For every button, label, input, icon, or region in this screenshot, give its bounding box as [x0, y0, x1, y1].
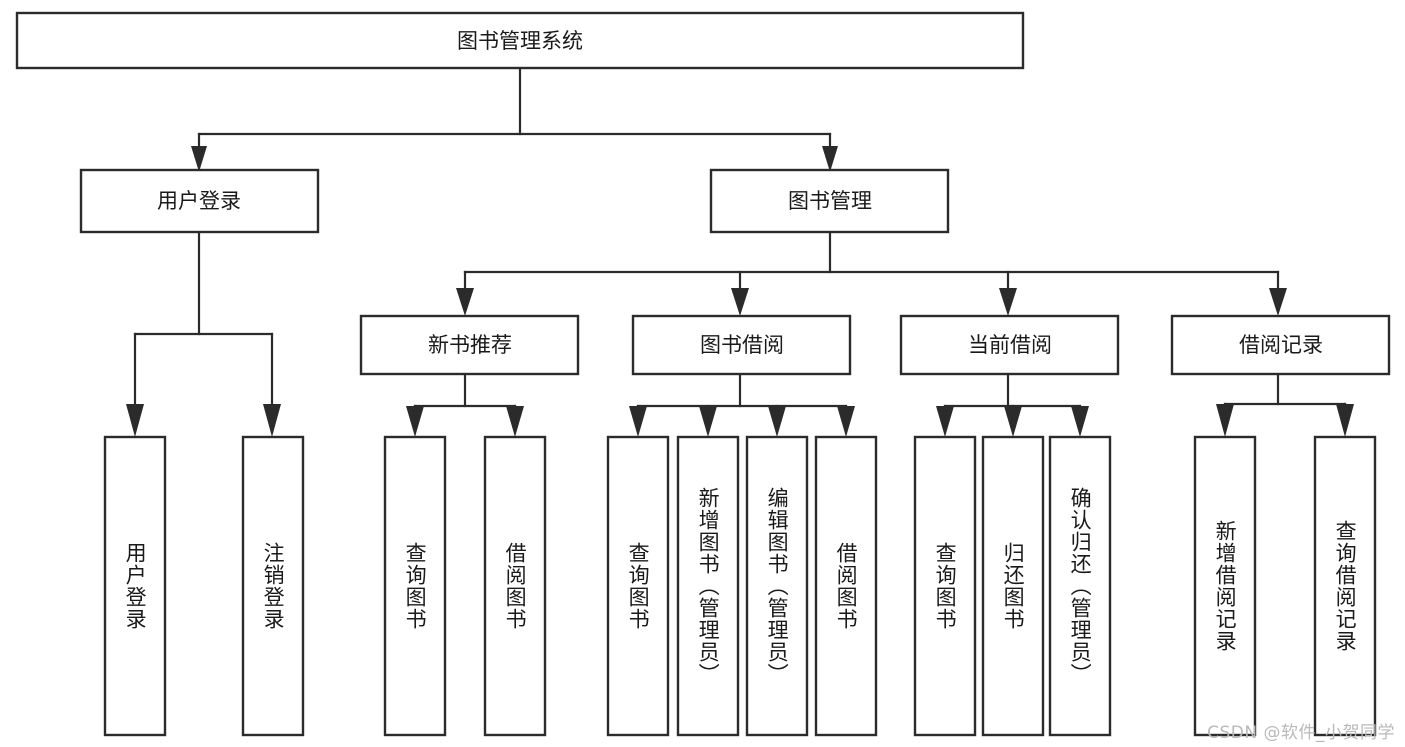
- leaf-edit-book[interactable]: 编辑图书（管理员）: [745, 435, 809, 737]
- arrow-head-leaf-edit-book: [768, 406, 786, 437]
- leaf-user-logout-box[interactable]: [241, 435, 305, 737]
- node-book-borrow[interactable]: 图书借阅: [631, 314, 852, 376]
- leaf-borrow-book-1-label: 借阅图书: [503, 542, 528, 630]
- arrow-head-book-borrow: [731, 288, 749, 316]
- leaf-query-book-3-label: 查询图书: [933, 542, 958, 630]
- leaf-return-book-label: 归还图书: [1001, 542, 1026, 630]
- leaf-confirm-return-label: 确认归还（管理员）: [1068, 487, 1093, 685]
- leaf-edit-book-label: 编辑图书（管理员）: [765, 487, 790, 685]
- leaf-query-book-3[interactable]: 查询图书: [913, 435, 977, 737]
- node-book-borrow-box[interactable]: [631, 314, 852, 376]
- node-root-box[interactable]: [15, 11, 1025, 70]
- leaf-borrow-book-1-box[interactable]: [483, 435, 547, 737]
- leaf-user-logout-label: 注销登录: [261, 542, 286, 630]
- leaf-query-record-label: 查询借阅记录: [1333, 520, 1358, 652]
- leaf-user-login[interactable]: 用户登录: [103, 435, 167, 737]
- node-root-label: 图书管理系统: [457, 29, 583, 53]
- leaf-edit-book-box[interactable]: [745, 435, 809, 737]
- node-current-borrow[interactable]: 当前借阅: [899, 314, 1120, 376]
- node-new-book-recommend[interactable]: 新书推荐: [359, 314, 580, 376]
- arrow-head-leaf-user-login: [126, 404, 144, 437]
- leaf-borrow-book-2-label: 借阅图书: [834, 542, 859, 630]
- node-user-login-box[interactable]: [79, 168, 320, 234]
- leaf-query-record-box[interactable]: [1313, 435, 1377, 737]
- arrow-head-leaf-query-record: [1336, 404, 1354, 437]
- leaf-query-book-2-label: 查询图书: [626, 542, 651, 630]
- leaf-query-book-1-label: 查询图书: [403, 542, 428, 630]
- arrow-head-new-book-recommend: [456, 288, 474, 316]
- arrow-head-current-borrow: [999, 288, 1017, 316]
- leaf-borrow-book-2[interactable]: 借阅图书: [814, 435, 878, 737]
- node-new-book-recommend-label: 新书推荐: [428, 333, 512, 357]
- node-borrow-record-box[interactable]: [1170, 314, 1391, 376]
- arrow-head-leaf-user-logout: [263, 404, 281, 437]
- node-book-borrow-label: 图书借阅: [700, 333, 784, 357]
- leaf-query-book-2[interactable]: 查询图书: [606, 435, 670, 737]
- connector-group-book-borrow: [629, 372, 855, 437]
- leaf-confirm-return[interactable]: 确认归还（管理员）: [1048, 435, 1112, 737]
- leaf-user-logout[interactable]: 注销登录: [241, 435, 305, 737]
- arrow-head-book-manage: [822, 146, 838, 172]
- node-root[interactable]: 图书管理系统: [15, 11, 1025, 70]
- arrow-head-leaf-query-book-2: [629, 406, 647, 437]
- connector-group-borrow-record: [1216, 372, 1354, 437]
- connector-group-new-book-recommend: [406, 372, 524, 437]
- leaf-add-book-label: 新增图书（管理员）: [696, 487, 721, 685]
- leaf-add-record[interactable]: 新增借阅记录: [1193, 435, 1257, 737]
- node-current-borrow-box[interactable]: [899, 314, 1120, 376]
- arrow-head-leaf-add-book: [699, 406, 717, 437]
- node-borrow-record[interactable]: 借阅记录: [1170, 314, 1391, 376]
- leaf-add-book[interactable]: 新增图书（管理员）: [676, 435, 740, 737]
- leaf-return-book-box[interactable]: [981, 435, 1045, 737]
- leaf-query-book-3-box[interactable]: [913, 435, 977, 737]
- arrow-head-user-login: [191, 146, 207, 172]
- leaf-user-login-box[interactable]: [103, 435, 167, 737]
- node-new-book-recommend-box[interactable]: [359, 314, 580, 376]
- arrow-head-leaf-add-record: [1216, 404, 1234, 437]
- leaf-borrow-book-1[interactable]: 借阅图书: [483, 435, 547, 737]
- arrow-head-leaf-borrow-book-2: [837, 406, 855, 437]
- node-user-login[interactable]: 用户登录: [79, 168, 320, 234]
- leaf-query-book-1-box[interactable]: [383, 435, 447, 737]
- arrow-head-leaf-query-book-1: [406, 406, 424, 437]
- node-book-manage[interactable]: 图书管理: [709, 168, 950, 234]
- leaf-query-record[interactable]: 查询借阅记录: [1313, 435, 1377, 737]
- connector-group-root: [191, 66, 838, 172]
- leaf-query-book-1[interactable]: 查询图书: [383, 435, 447, 737]
- leaf-add-record-label: 新增借阅记录: [1213, 520, 1238, 652]
- arrow-head-leaf-confirm-return: [1071, 406, 1089, 437]
- leaf-user-login-label: 用户登录: [123, 542, 148, 630]
- leaf-query-book-2-box[interactable]: [606, 435, 670, 737]
- node-book-manage-box[interactable]: [709, 168, 950, 234]
- node-book-manage-label: 图书管理: [788, 189, 872, 213]
- leaf-add-book-box[interactable]: [676, 435, 740, 737]
- arrow-head-leaf-borrow-book-1: [506, 406, 524, 437]
- leaf-borrow-book-2-box[interactable]: [814, 435, 878, 737]
- node-user-login-label: 用户登录: [157, 189, 241, 213]
- arrow-head-borrow-record: [1269, 288, 1287, 316]
- node-borrow-record-label: 借阅记录: [1239, 333, 1323, 357]
- arrow-head-leaf-query-book-3: [936, 406, 954, 437]
- leaf-return-book[interactable]: 归还图书: [981, 435, 1045, 737]
- connector-group-book-manage: [456, 230, 1287, 316]
- arrow-head-leaf-return-book: [1004, 406, 1022, 437]
- node-current-borrow-label: 当前借阅: [968, 333, 1052, 357]
- leaf-add-record-box[interactable]: [1193, 435, 1257, 737]
- leaf-confirm-return-box[interactable]: [1048, 435, 1112, 737]
- connector-group-current-borrow: [936, 372, 1089, 437]
- connector-group-user-login: [126, 230, 281, 437]
